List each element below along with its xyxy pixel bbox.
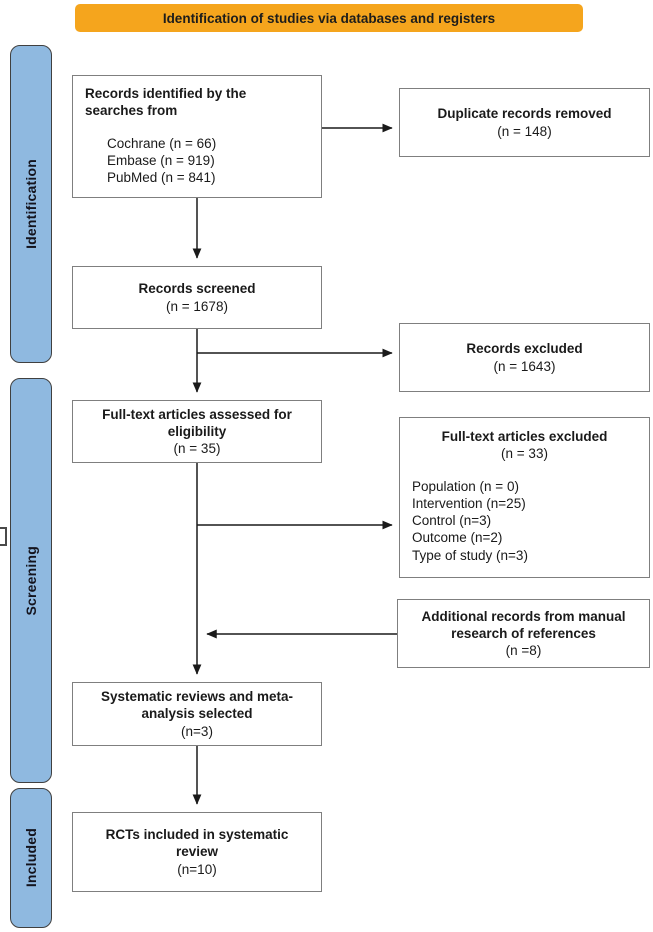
fulltext-assessed-count: (n = 35) (173, 441, 221, 457)
records-identified-title: Records identified by the searches from (85, 86, 247, 119)
reason-control: Control (n=3) (412, 513, 492, 529)
duplicates-removed-title: Duplicate records removed (437, 106, 612, 122)
source-embase: Embase (n = 919) (107, 152, 215, 168)
stage-bar-included: Included (10, 788, 52, 928)
additional-records-count: (n =8) (505, 643, 542, 659)
additional-records-title: Additional records from manual research … (421, 608, 626, 641)
left-edge-crop-mark (0, 527, 7, 546)
stage-bar-screening: Screening (10, 378, 52, 783)
diagram-header-title: Identification of studies via databases … (162, 10, 496, 26)
duplicates-removed-count: (n = 148) (497, 123, 552, 139)
fulltext-excluded-reasons: Population (n = 0) Intervention (n=25) C… (412, 478, 637, 564)
source-cochrane: Cochrane (n = 66) (107, 135, 217, 151)
reason-type-of-study: Type of study (n=3) (412, 547, 528, 563)
reason-population: Population (n = 0) (412, 478, 519, 494)
records-screened-title: Records screened (138, 281, 256, 297)
box-systematic-selected: Systematic reviews and meta-analysis sel… (72, 682, 322, 746)
stage-bar-identification: Identification (10, 45, 52, 363)
box-fulltext-excluded: Full-text articles excluded (n = 33) Pop… (399, 417, 650, 578)
box-records-identified: Records identified by the searches from … (72, 75, 322, 198)
box-records-excluded: Records excluded (n = 1643) (399, 323, 650, 392)
records-excluded-title: Records excluded (466, 341, 583, 357)
reason-intervention: Intervention (n=25) (412, 495, 526, 511)
fulltext-excluded-count: (n = 33) (501, 446, 548, 462)
diagram-header: Identification of studies via databases … (75, 4, 583, 32)
box-fulltext-assessed: Full-text articles assessed for eligibil… (72, 400, 322, 463)
fulltext-excluded-title: Full-text articles excluded (441, 429, 608, 444)
systematic-selected-count: (n=3) (181, 723, 213, 739)
records-identified-sources: Cochrane (n = 66) Embase (n = 919) PubMe… (107, 135, 309, 187)
reason-outcome: Outcome (n=2) (412, 530, 503, 546)
box-duplicates-removed: Duplicate records removed (n = 148) (399, 88, 650, 157)
box-additional-records: Additional records from manual research … (397, 599, 650, 668)
records-screened-count: (n = 1678) (166, 298, 228, 314)
systematic-selected-title: Systematic reviews and meta-analysis sel… (100, 689, 294, 722)
source-pubmed: PubMed (n = 841) (107, 170, 216, 186)
stage-label-included: Included (23, 828, 39, 888)
stage-label-screening: Screening (23, 545, 39, 616)
box-rcts-included: RCTs included in systematic review (n=10… (72, 812, 322, 892)
rcts-included-title: RCTs included in systematic review (105, 827, 289, 860)
fulltext-assessed-title: Full-text articles assessed for eligibil… (102, 406, 292, 439)
box-records-screened: Records screened (n = 1678) (72, 266, 322, 329)
stage-label-identification: Identification (23, 159, 39, 249)
rcts-included-count: (n=10) (177, 861, 217, 877)
records-excluded-count: (n = 1643) (493, 358, 556, 374)
